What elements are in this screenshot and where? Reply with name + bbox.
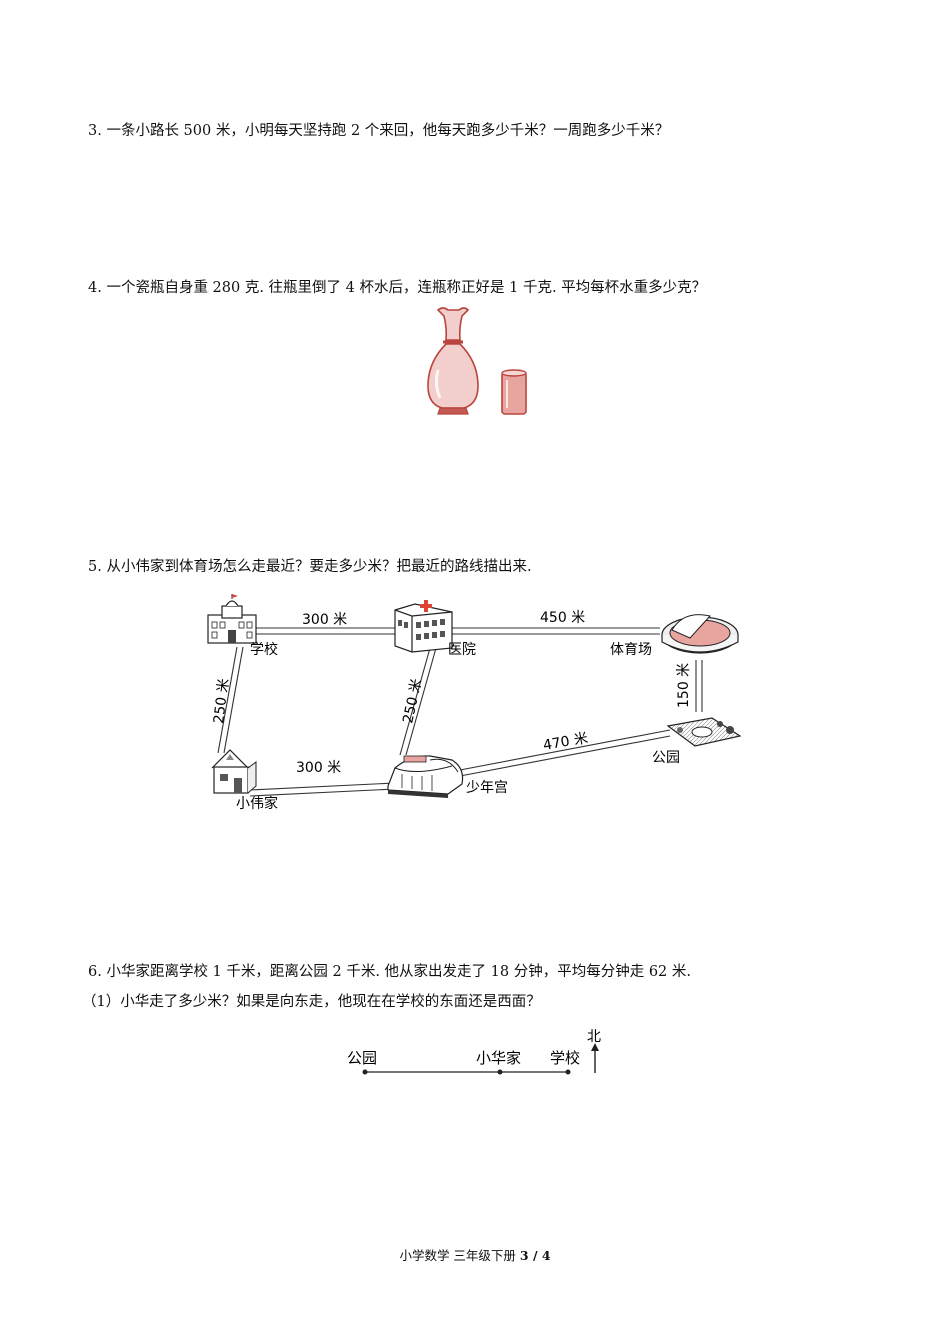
park-icon — [666, 717, 742, 747]
page-footer: 小学数学 三年级下册 3 / 4 — [0, 1245, 950, 1264]
label-stadium: 体育场 — [610, 642, 652, 658]
school-icon — [207, 594, 257, 644]
question-6: 6. 小华家距离学校 1 千米，距离公园 2 千米. 他从家出发走了 18 分钟… — [88, 964, 691, 980]
question-4: 4. 一个瓷瓶自身重 280 克. 往瓶里倒了 4 杯水后，连瓶称正好是 1 千… — [88, 280, 707, 296]
line-label-school: 学校 — [550, 1049, 580, 1067]
label-park: 公园 — [652, 750, 680, 766]
north-arrow-icon — [591, 1043, 599, 1073]
cup-icon — [501, 369, 527, 415]
roads — [217, 627, 703, 797]
vase-and-cup-illustration — [427, 307, 527, 415]
vase-icon — [427, 307, 479, 415]
north-label: 北 — [587, 1029, 601, 1045]
label-youth-palace: 少年宫 — [466, 780, 508, 796]
distance-school-home: 250 米 — [211, 678, 232, 725]
school-point — [565, 1069, 571, 1075]
distance-hospital-stadium: 450 米 — [540, 610, 585, 626]
line-label-park: 公园 — [347, 1049, 377, 1067]
page-number: 3 / 4 — [519, 1248, 551, 1263]
distance-stadium-park: 150 米 — [676, 663, 692, 708]
distance-palace-park: 470 米 — [542, 730, 589, 754]
question-6-part-1: （1）小华走了多少米？如果是向东走，他现在在学校的东面还是西面？ — [82, 994, 541, 1010]
footer-text: 小学数学 三年级下册 — [399, 1248, 520, 1263]
line-label-home: 小华家 — [476, 1049, 521, 1067]
route-map: 学校 医院 体育场 小伟家 — [207, 594, 742, 812]
home-icon — [211, 749, 257, 794]
label-home: 小伟家 — [236, 795, 278, 812]
youth-palace-icon — [387, 755, 464, 798]
position-line-diagram: 公园 小华家 学校 北 — [347, 1029, 601, 1075]
question-5: 5. 从小伟家到体育场怎么走最近？要走多少米？把最近的路线描出来. — [88, 559, 532, 575]
distance-home-palace: 300 米 — [296, 760, 341, 776]
distance-school-hospital: 300 米 — [302, 612, 347, 628]
home-point — [497, 1069, 503, 1075]
stadium-icon — [661, 614, 739, 654]
hospital-icon — [394, 600, 453, 653]
question-3: 3. 一条小路长 500 米，小明每天坚持跑 2 个来回，他每天跑多少千米？一周… — [88, 123, 670, 139]
label-school: 学校 — [250, 641, 278, 658]
label-hospital: 医院 — [448, 642, 476, 658]
park-point — [362, 1069, 368, 1075]
